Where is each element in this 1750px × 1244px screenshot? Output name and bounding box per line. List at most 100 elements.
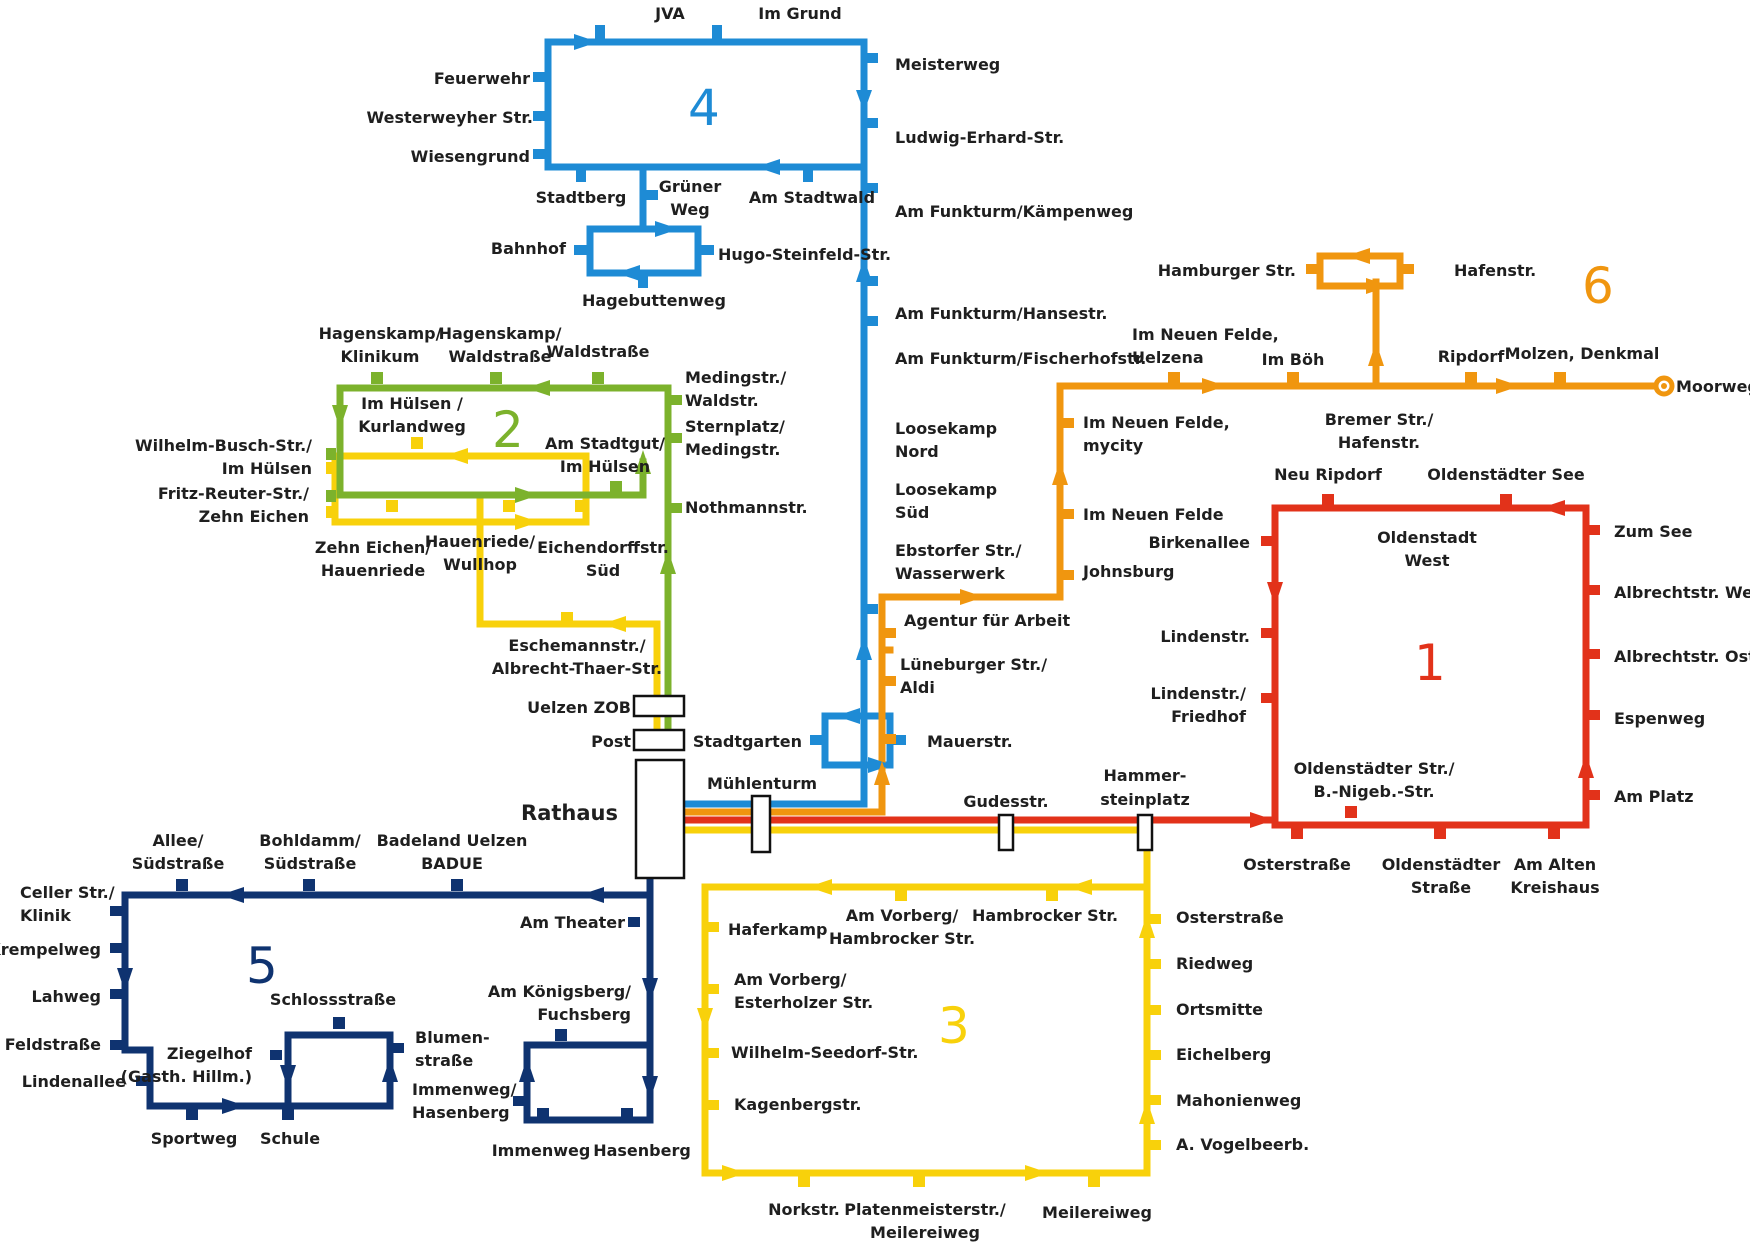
stop-tick (1588, 649, 1600, 659)
station-label-line-4: Feuerwehr (434, 69, 530, 88)
station-label-line: Bremer Str./ (1325, 410, 1434, 429)
station-label-line: Norkstr. (768, 1200, 840, 1219)
station-label-line: West (1404, 551, 1449, 570)
stop-tick (1588, 790, 1600, 800)
line-5-arrow (580, 887, 604, 903)
stop-tick (333, 1017, 345, 1029)
hub-label-hammersteinplatz-1: Hammer- (1104, 766, 1187, 785)
station-label-line: Im Hülsen (222, 459, 312, 478)
station-label-line: Zehn Eichen/ (315, 538, 431, 557)
station-label-line: Moorweg (1676, 377, 1750, 396)
station-label-line: Hagebuttenweg (582, 291, 726, 310)
stop-tick (326, 490, 336, 502)
stop-tick (1261, 628, 1273, 638)
stop-tick (628, 917, 640, 927)
stop-tick (1434, 827, 1446, 839)
station-label-line: Sportweg (151, 1129, 238, 1148)
station-label-line: Platenmeisterstr./ (844, 1200, 1006, 1219)
station-label-line: Esterholzer Str. (734, 993, 873, 1012)
station-label-line-2: Hagenskamp/Waldstraße (439, 324, 562, 366)
stop-tick (1588, 525, 1600, 535)
line-4-arrow (856, 636, 872, 660)
stop-tick (1149, 1050, 1161, 1060)
station-label-line: Schule (260, 1129, 320, 1148)
station-label-line: Allee/ (153, 831, 204, 850)
line-2-arrow (635, 450, 651, 474)
station-label-line: Im Böh (1262, 350, 1325, 369)
station-label-line: Im Grund (758, 4, 841, 23)
stop-tick (1588, 710, 1600, 720)
stop-tick (798, 1175, 810, 1187)
stop-tick (707, 984, 719, 994)
stop-tick (1306, 264, 1318, 274)
station-label-line-4: Stadtgarten (693, 732, 802, 751)
stop-tick (533, 111, 545, 121)
stop-tick (638, 276, 648, 288)
line-2-arrow (332, 405, 348, 429)
stop-tick (1261, 693, 1273, 703)
direction-arrows (117, 34, 1594, 1181)
station-label-line: Blumen- (415, 1028, 490, 1047)
station-label-line: Am Funkturm/Fischerhofstr. (895, 349, 1146, 368)
station-label-line-5: Krempelweg (0, 940, 101, 959)
line-5-arrow (117, 968, 133, 992)
station-label-line-1: Lindenstr./Friedhof (1151, 684, 1248, 726)
station-label-line: Eschemannstr./ (508, 636, 645, 655)
station-label-line: Kreishaus (1510, 878, 1599, 897)
station-label-line-4: Westerweyher Str. (367, 108, 533, 127)
station-label-line-5: Am Königsberg/Fuchsberg (488, 982, 631, 1024)
station-label-line-2: Am Stadtgut/Im Hülsen (545, 434, 665, 476)
station-label-line-4: Ludwig-Erhard-Str. (895, 128, 1064, 147)
line-6-arrow (874, 761, 890, 785)
station-label-line-1: Oldenstädter See (1427, 465, 1585, 484)
stop-tick (1261, 536, 1273, 546)
hub-label-rathaus: Rathaus (521, 801, 618, 825)
station-label-line-4: Am Funkturm/Kämpenweg (895, 202, 1133, 221)
station-label-line-2: Fritz-Reuter-Str./Zehn Eichen (158, 484, 309, 526)
stop-tick (866, 604, 878, 614)
station-label-line-5: Am Theater (520, 913, 625, 932)
stop-tick (110, 943, 122, 953)
station-label-line-3: Platenmeisterstr./Meilereiweg (844, 1200, 1006, 1242)
hub-label-post: Post (591, 732, 631, 751)
stop-tick (895, 889, 907, 901)
station-label-line: Wilhelm-Seedorf-Str. (731, 1043, 918, 1062)
station-label-line: Ebstorfer Str./ (895, 541, 1022, 560)
station-label-line: Celler Str./ (20, 883, 115, 902)
station-label-line-4: Ebstorfer Str./Wasserwerk (895, 541, 1022, 583)
line-number-2: 2 (492, 401, 524, 459)
station-label-line: Ziegelhof (167, 1044, 253, 1063)
station-label-line: Bohldamm/ (259, 831, 361, 850)
stop-tick (913, 1175, 925, 1187)
station-label-line: Loosekamp (895, 480, 997, 499)
station-label-line: Oldenstädter See (1427, 465, 1585, 484)
station-label-line: Lindenstr./ (1151, 684, 1247, 703)
line-5-arrow (222, 1098, 246, 1114)
stop-tick (884, 676, 896, 686)
station-label-line: Eichendorffstr. (537, 538, 669, 557)
station-label-line: Am Alten (1514, 855, 1596, 874)
station-label-line: Fritz-Reuter-Str./ (158, 484, 309, 503)
station-label-line: Loosekamp (895, 419, 997, 438)
line-1-arrow (1541, 500, 1565, 516)
line-5-arrow (280, 1065, 296, 1089)
line-5-arrow (382, 1058, 398, 1082)
station-label-line-6: Bremer Str./Hafenstr. (1325, 410, 1434, 452)
station-label-line-1: Albrechtstr. West (1614, 583, 1750, 602)
hub-label-gudesstr: Gudesstr. (963, 792, 1048, 811)
stop-tick (866, 118, 878, 128)
station-label-line-6: Im Neuen Felde (1083, 505, 1224, 524)
terminal-moorweg-dot (1661, 383, 1667, 389)
station-label-line-4: Am Funkturm/Fischerhofstr. (895, 349, 1146, 368)
station-label-line: Im Neuen Felde, (1083, 413, 1230, 432)
station-label-line: Immenweg (492, 1141, 591, 1160)
station-label-line-6: Molzen, Denkmal (1505, 344, 1660, 363)
stop-tick (1291, 827, 1303, 839)
station-label-line-4: Hugo-Steinfeld-Str. (718, 245, 891, 264)
stop-tick (392, 1043, 404, 1053)
